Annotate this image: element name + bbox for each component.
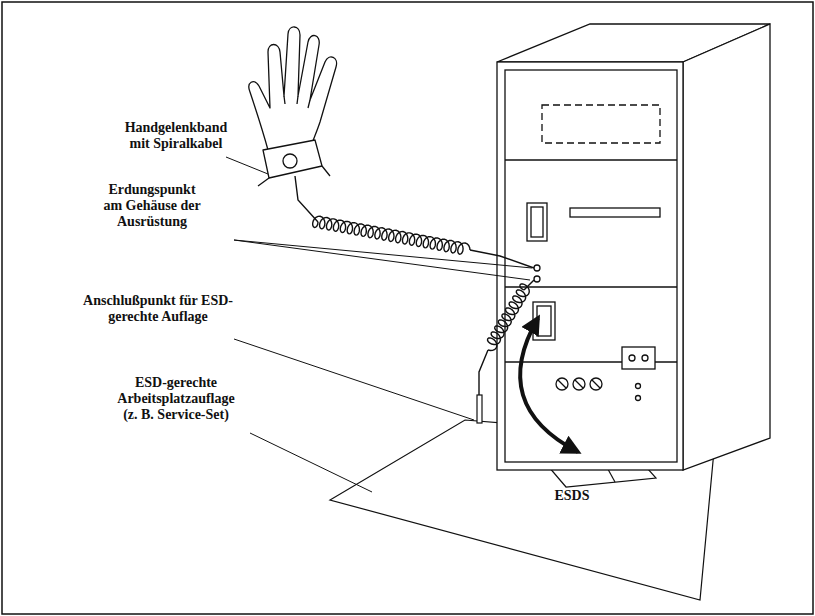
hand-outline [249,27,337,150]
housing-front [497,62,683,470]
panel-divider [505,286,677,287]
callout-label: Erdungspunkt am Gehäuse der Ausrüstung [101,182,203,230]
wrist-band [263,140,322,178]
knob-mark [575,380,583,388]
led [636,396,641,401]
drive-bay [542,105,660,143]
callout-label: Anschlußpunkt für ESD-gerechte Auflage [83,293,233,325]
coiled-cable [488,284,530,351]
handle-inner [531,207,543,237]
coiled-cable [313,216,470,254]
mat-terminal [477,395,482,423]
housing-side [683,24,770,470]
cables [295,176,534,395]
ground-point [534,265,540,271]
cable [479,350,488,395]
knob [573,378,585,390]
socket-pin [629,355,635,361]
equipment-housing [497,24,770,470]
knob-mark [592,380,600,388]
ground-point [534,276,540,282]
band-stud [283,154,297,168]
slot [570,208,660,217]
leader-line [234,240,532,268]
led [636,384,641,389]
knob [590,378,602,390]
hand [249,27,337,186]
handle-inner [537,306,551,336]
callout-label: Handgelenkband mit Spiralkabel [115,120,237,152]
knob-mark [558,380,566,388]
leader-line [234,240,530,280]
panel-divider [505,159,677,160]
knob [556,378,568,390]
handling-arrow [520,318,578,452]
socket [622,347,655,369]
leader-lines [226,157,532,492]
callout-label: ESD-gerechte Arbeitsplatzauflage (z. B. … [114,375,238,423]
cable [295,176,318,222]
finger-line [284,96,310,108]
leader-line [250,433,372,492]
socket-pin [642,355,648,361]
callout-label: ESDS [542,488,602,504]
leader-line [234,339,474,420]
front-panel [505,70,677,462]
forearm [258,166,330,186]
handle [527,203,547,241]
leader-line [226,157,268,174]
